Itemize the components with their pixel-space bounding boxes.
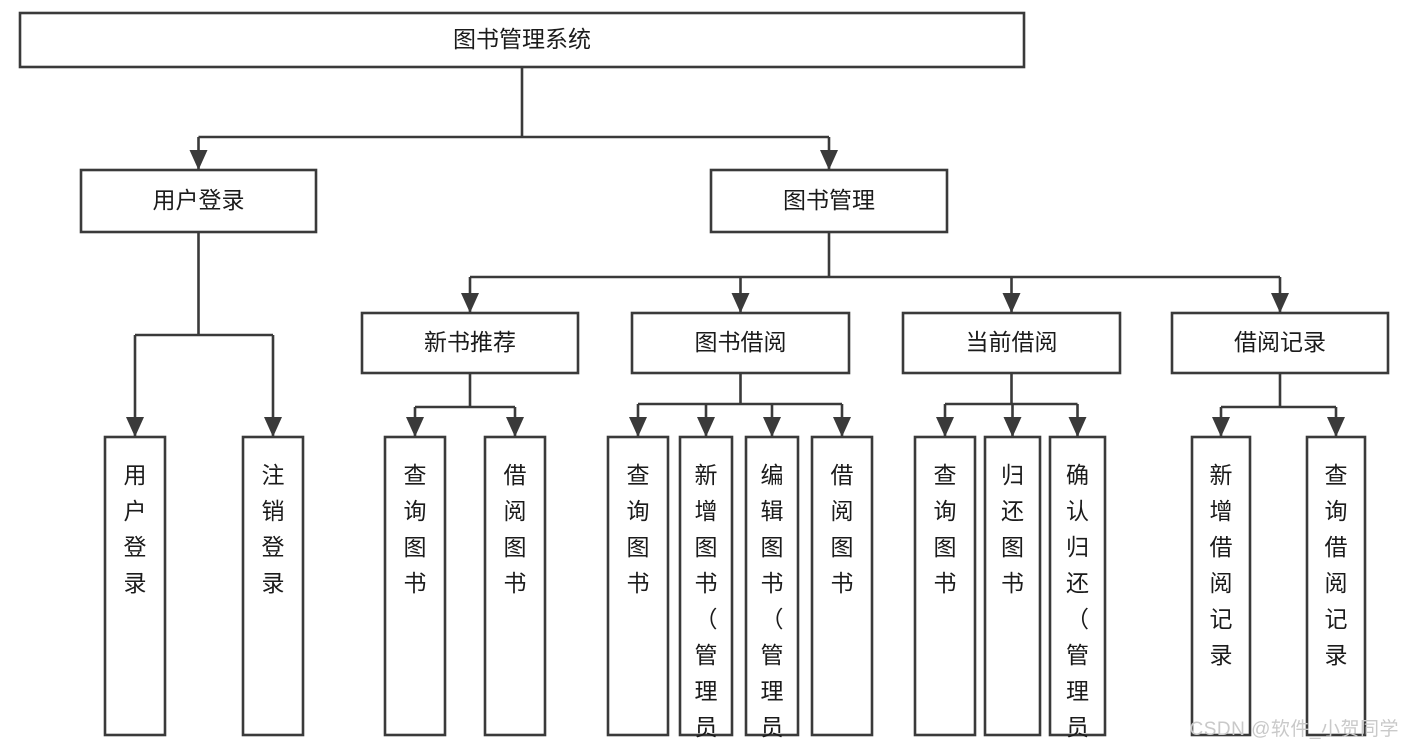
node-new-book-rec[interactable]: 新书推荐 [360,311,580,375]
node-box[interactable] [709,168,949,234]
node-box[interactable] [678,435,734,737]
arrow-head-icon [936,417,954,437]
node-box[interactable] [744,435,800,737]
arrow-head-icon [506,417,524,437]
node-label: 新增借阅记录 [1210,462,1233,668]
node-label: 编辑图书（管理员） [761,462,784,747]
arrow-head-icon [833,417,851,437]
arrow-head-icon [126,417,144,437]
node-borrow-record[interactable]: 借阅记录 [1170,311,1390,375]
arrow-head-icon [697,417,715,437]
node-box[interactable] [103,435,167,737]
node-label: 查询图书 [404,462,427,596]
node-label: 确认归还（管理员） [1066,462,1089,747]
node-book-borrow[interactable]: 图书借阅 [630,311,851,375]
node-leaf-confirm-return[interactable]: 确认归还（管理员） [1048,435,1107,747]
arrow-head-icon [461,293,479,313]
node-label: 图书管理 [783,187,875,213]
node-leaf-borrow-book[interactable]: 借阅图书 [810,435,874,737]
node-box[interactable] [606,435,670,737]
arrow-head-icon [406,417,424,437]
node-label: 图书借阅 [695,329,787,355]
node-label: 新书推荐 [424,329,516,355]
node-label: 查询图书 [934,462,957,596]
node-box[interactable] [483,435,547,737]
node-label: 用户登录 [124,462,147,596]
arrow-head-icon [1002,293,1021,313]
node-label: 图书管理系统 [453,26,591,52]
node-box[interactable] [983,435,1042,737]
node-box[interactable] [1190,435,1252,737]
arrow-head-icon [1327,417,1345,437]
arrow-head-icon [731,293,750,313]
arrow-head-icon [1068,417,1087,437]
node-book-manage[interactable]: 图书管理 [709,168,949,234]
connector-layer [126,67,1345,437]
node-box[interactable] [913,435,977,737]
node-leaf-query-book-cur[interactable]: 查询图书 [913,435,977,737]
node-box[interactable] [630,311,851,375]
arrow-head-icon [264,417,282,437]
arrow-head-icon [629,417,647,437]
node-leaf-query-book-borrow[interactable]: 查询图书 [606,435,670,737]
node-label: 借阅记录 [1234,329,1326,355]
node-box[interactable] [1170,311,1390,375]
node-leaf-user-login[interactable]: 用户登录 [103,435,167,737]
node-root[interactable]: 图书管理系统 [18,11,1026,69]
arrow-head-icon [763,417,781,437]
node-box[interactable] [810,435,874,737]
node-current-borrow[interactable]: 当前借阅 [901,311,1122,375]
node-box[interactable] [383,435,447,737]
node-box[interactable] [360,311,580,375]
node-leaf-user-logout[interactable]: 注销登录 [241,435,305,737]
node-leaf-borrow-book-rec[interactable]: 借阅图书 [483,435,547,737]
node-label: 借阅图书 [504,462,527,596]
node-leaf-query-record[interactable]: 查询借阅记录 [1305,435,1367,737]
arrow-head-icon [189,150,208,170]
node-layer: 图书管理系统用户登录图书管理新书推荐图书借阅当前借阅借阅记录用户登录注销登录查询… [18,11,1390,747]
node-label: 注销登录 [262,462,285,596]
arrow-head-icon [1003,417,1022,437]
node-leaf-query-book-rec[interactable]: 查询图书 [383,435,447,737]
node-box[interactable] [1305,435,1367,737]
arrow-head-icon [1212,417,1230,437]
node-label: 查询图书 [627,462,650,596]
node-label: 新增图书（管理员） [695,462,718,747]
node-box[interactable] [241,435,305,737]
node-label: 借阅图书 [831,462,854,596]
node-box[interactable] [901,311,1122,375]
node-leaf-add-record[interactable]: 新增借阅记录 [1190,435,1252,737]
watermark-label: CSDN @软件_小贺同学 [1189,719,1399,740]
node-box[interactable] [18,11,1026,69]
node-leaf-edit-book[interactable]: 编辑图书（管理员） [744,435,800,747]
arrow-head-icon [1271,293,1289,313]
node-box[interactable] [79,168,318,234]
node-label: 当前借阅 [966,329,1058,355]
node-leaf-return-book[interactable]: 归还图书 [983,435,1042,737]
node-label: 查询借阅记录 [1325,462,1348,668]
node-box[interactable] [1048,435,1107,737]
node-leaf-add-book[interactable]: 新增图书（管理员） [678,435,734,747]
arrow-head-icon [820,150,838,170]
node-label: 归还图书 [1001,462,1024,596]
node-user-login[interactable]: 用户登录 [79,168,318,234]
node-label: 用户登录 [153,187,245,213]
